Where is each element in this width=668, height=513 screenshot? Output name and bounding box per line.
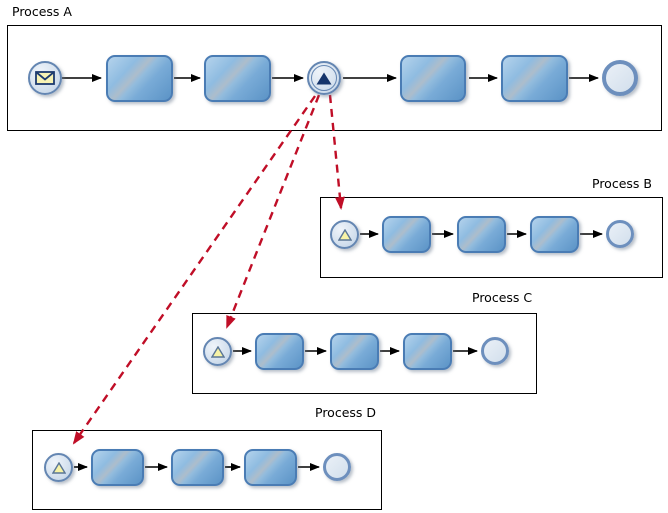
process-a-label: Process A	[12, 4, 72, 19]
signal-throw-intermediate-event	[307, 61, 341, 95]
task	[330, 333, 379, 370]
envelope-icon	[35, 71, 55, 85]
process-d-label: Process D	[315, 405, 377, 420]
task	[457, 216, 506, 253]
signal-link-arrow-to-c	[225, 94, 321, 329]
task	[204, 55, 271, 102]
task	[501, 55, 568, 102]
outline-triangle-icon	[210, 345, 225, 358]
filled-triangle-icon	[316, 72, 332, 84]
task	[244, 449, 297, 486]
task	[106, 55, 173, 102]
intermediate-event-inner-ring	[311, 65, 337, 91]
process-c-label: Process C	[472, 290, 533, 305]
message-start-event	[28, 61, 62, 95]
task	[91, 449, 144, 486]
task	[171, 449, 224, 486]
signal-start-event	[203, 337, 232, 366]
outline-triangle-icon	[337, 228, 352, 241]
end-event	[481, 337, 509, 365]
task	[403, 333, 452, 370]
process-b-label: Process B	[592, 176, 652, 191]
end-event	[606, 220, 634, 248]
signal-link-arrow-to-d	[72, 95, 316, 445]
outline-triangle-icon	[51, 461, 66, 474]
task	[382, 216, 431, 253]
signal-start-event	[44, 453, 73, 482]
task	[400, 55, 466, 102]
task	[255, 333, 304, 370]
signal-start-event	[330, 220, 359, 249]
end-event	[602, 60, 638, 96]
task	[530, 216, 579, 253]
signal-link-arrow-to-b	[328, 94, 345, 210]
end-event	[323, 453, 351, 481]
